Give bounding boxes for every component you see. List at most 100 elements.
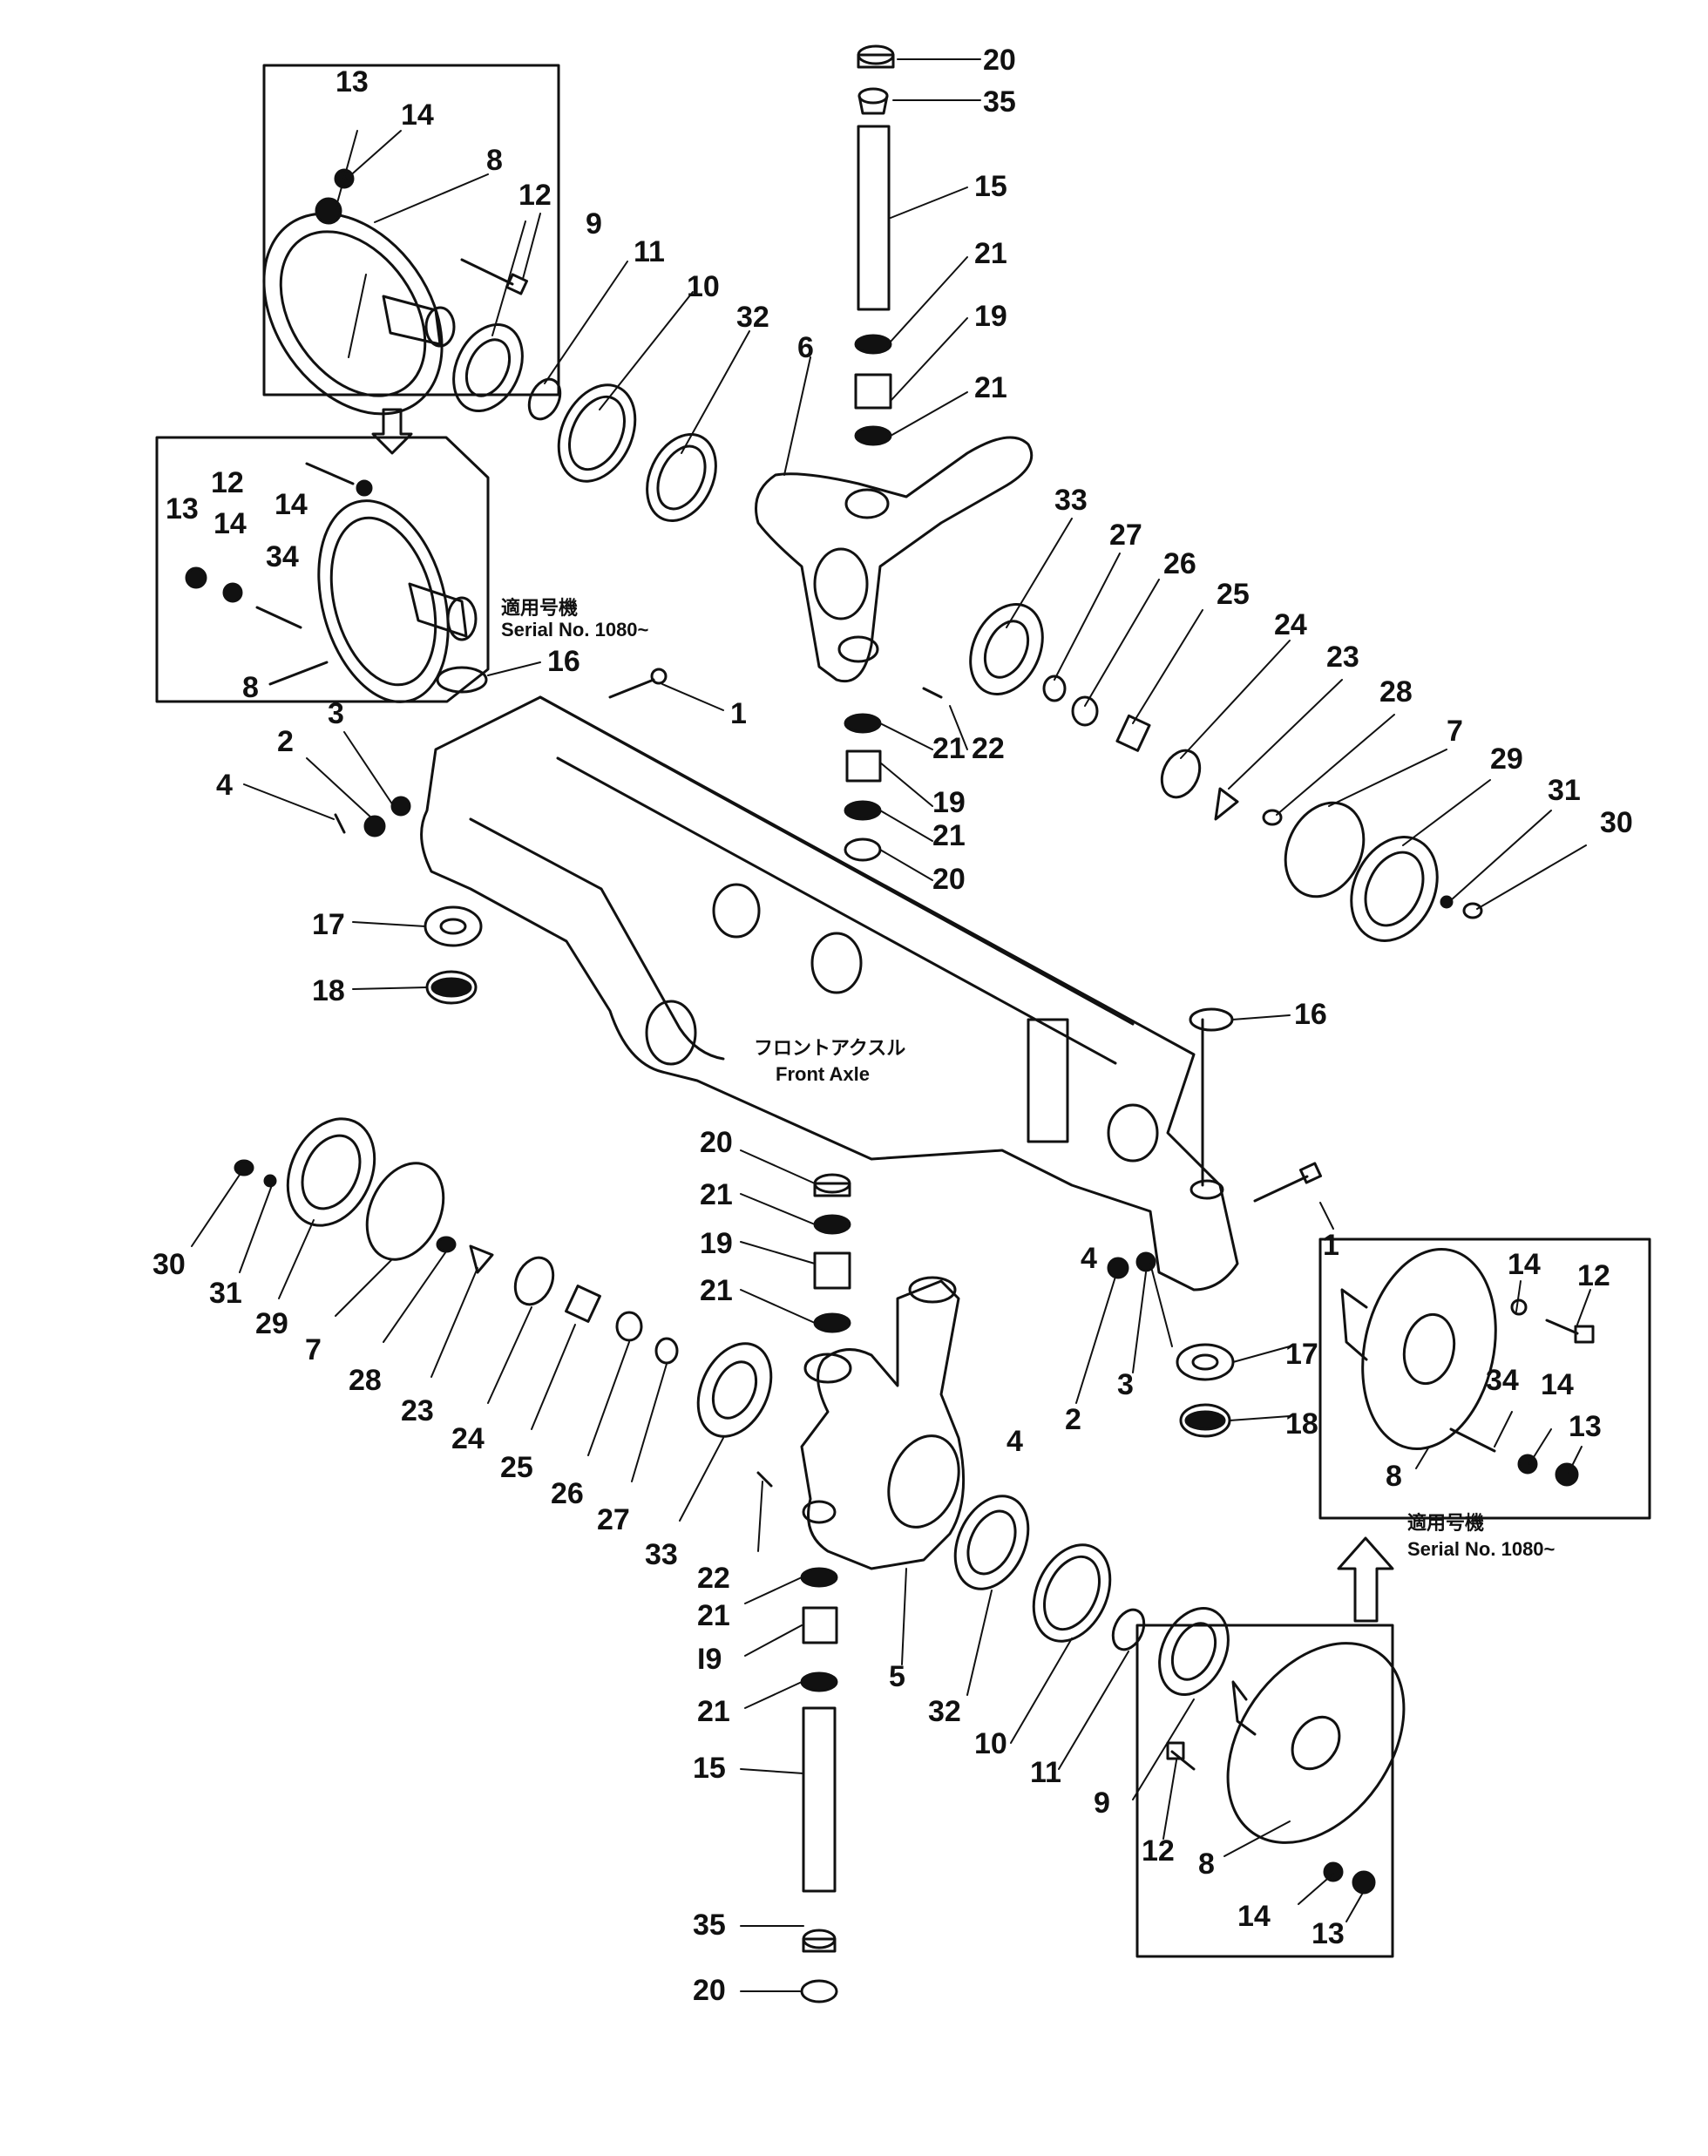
callout-15: 15: [974, 170, 1007, 203]
callout-35: 35: [983, 85, 1016, 119]
bolt-1-right: [1253, 1175, 1309, 1203]
bushing-18-left: [425, 970, 478, 1005]
callout-14: 14: [274, 488, 308, 521]
callout-19: 19: [974, 300, 1007, 333]
plug-28-top: [1262, 809, 1283, 826]
washer-3-left: [390, 796, 411, 817]
callout-8: 8: [486, 144, 503, 177]
callout-20: 20: [693, 1974, 726, 2007]
callout-13: 13: [1569, 1410, 1602, 1443]
nut-2-right: [1107, 1257, 1129, 1279]
steering-knuckle-bottom: [800, 1276, 966, 1570]
inset-box-left: [155, 436, 490, 703]
callout-21: 21: [697, 1695, 730, 1728]
serial-note-top: Serial No. 1080~: [501, 619, 649, 641]
bearing-33-top: [969, 602, 1044, 696]
callout-1: 4: [1081, 1242, 1097, 1275]
callout-6: 6: [797, 331, 814, 364]
pin-4-left: [334, 813, 346, 834]
arrow-down-left: [371, 408, 413, 455]
callout-21: 21: [974, 237, 1007, 270]
callout-14: 14: [1237, 1900, 1271, 1933]
cone-23-top: [1214, 787, 1239, 821]
steering-knuckle-top: [755, 436, 1034, 682]
callout-5: 5: [889, 1660, 905, 1693]
callout-8: 8: [1386, 1460, 1402, 1493]
callout-29: 29: [1490, 742, 1523, 776]
serial-note-right: Serial No. 1080~: [1407, 1538, 1556, 1560]
callout-19: I9: [697, 1643, 722, 1676]
callout-2: 2: [277, 725, 294, 758]
bolt-30-top: [1462, 902, 1483, 919]
callout-23: 23: [401, 1394, 434, 1427]
cap-24-top: [1160, 749, 1202, 799]
callout-4: 4: [216, 769, 233, 802]
hub-flange-top-left: [262, 168, 456, 416]
callout-3: 3: [1117, 1368, 1134, 1401]
callout-8: 8: [1198, 1848, 1215, 1881]
callout-25: 25: [1217, 578, 1250, 611]
callout-35: 35: [693, 1909, 726, 1942]
callout-28: 28: [349, 1364, 382, 1397]
callout-20: 20: [932, 863, 966, 896]
cover-29-bottom: [286, 1117, 376, 1227]
callout-21: 21: [974, 371, 1007, 404]
callout-3: 3: [328, 697, 344, 730]
hub-flange-left: [185, 462, 478, 703]
nut-25-bottom: [565, 1285, 601, 1323]
callout-22: 22: [972, 732, 1005, 765]
pin-stack-bottom: [800, 1567, 838, 2003]
washer-31-top: [1440, 895, 1454, 909]
bearing-33-bottom: [696, 1342, 773, 1438]
callout-31: 31: [1548, 774, 1581, 807]
callout-19: 19: [932, 786, 966, 819]
callout-16: 16: [547, 645, 580, 678]
race-10-bottom: [1032, 1543, 1112, 1643]
callout-7: 7: [1447, 715, 1463, 748]
callout-21: 21: [700, 1178, 733, 1211]
washer-31-bottom: [263, 1174, 277, 1188]
callout-24: 24: [451, 1422, 485, 1455]
lockplate-26-bottom: [615, 1311, 643, 1342]
callout-1: 1: [1323, 1229, 1339, 1262]
bearing-32-bottom: [953, 1495, 1030, 1590]
callout-21: 21: [700, 1274, 733, 1307]
callout-24: 24: [1274, 608, 1307, 641]
leader-8-left: [268, 661, 329, 686]
cone-23-bottom: [469, 1244, 494, 1274]
callout-32: 32: [736, 301, 769, 334]
callout-21: 21: [932, 732, 966, 765]
bolt-1-top: [608, 678, 655, 699]
callout-11: 11: [1030, 1756, 1061, 1789]
lockplate-26-top: [1071, 695, 1099, 727]
callout-12: 12: [211, 466, 244, 499]
callout-14: 14: [1541, 1368, 1574, 1401]
callout-26: 26: [1163, 547, 1196, 580]
callout-14: 14: [401, 98, 434, 132]
callout-10: 10: [687, 270, 720, 303]
callout-13: 13: [166, 492, 199, 525]
callout-12: 12: [1577, 1259, 1610, 1292]
callout-20: 20: [700, 1126, 733, 1159]
callout-27: 27: [597, 1503, 630, 1536]
callout-33: 33: [645, 1538, 678, 1571]
callout-26: 26: [551, 1477, 584, 1510]
callout-13: 13: [1312, 1917, 1345, 1950]
callout-16: 16: [1294, 998, 1327, 1031]
cap-24-bottom: [513, 1256, 555, 1306]
callout-9: 9: [586, 207, 602, 241]
callout-4: 4: [1006, 1425, 1023, 1458]
callout-23: 23: [1326, 641, 1359, 674]
bolt-top-left: [460, 258, 529, 295]
callout-32: 32: [928, 1695, 961, 1728]
inset-box-right: [1318, 1237, 1651, 1520]
bushing-18-right: [1179, 1403, 1231, 1438]
serial-note-jp-right: 適用号機: [1407, 1512, 1484, 1534]
callout-10: 10: [974, 1727, 1007, 1760]
callout-14: 14: [1508, 1248, 1541, 1281]
callout-18: 18: [312, 974, 345, 1007]
bearing-9-bottom: [1158, 1606, 1230, 1697]
pin-stack-top: [854, 44, 895, 446]
callout-12: 12: [518, 179, 552, 212]
